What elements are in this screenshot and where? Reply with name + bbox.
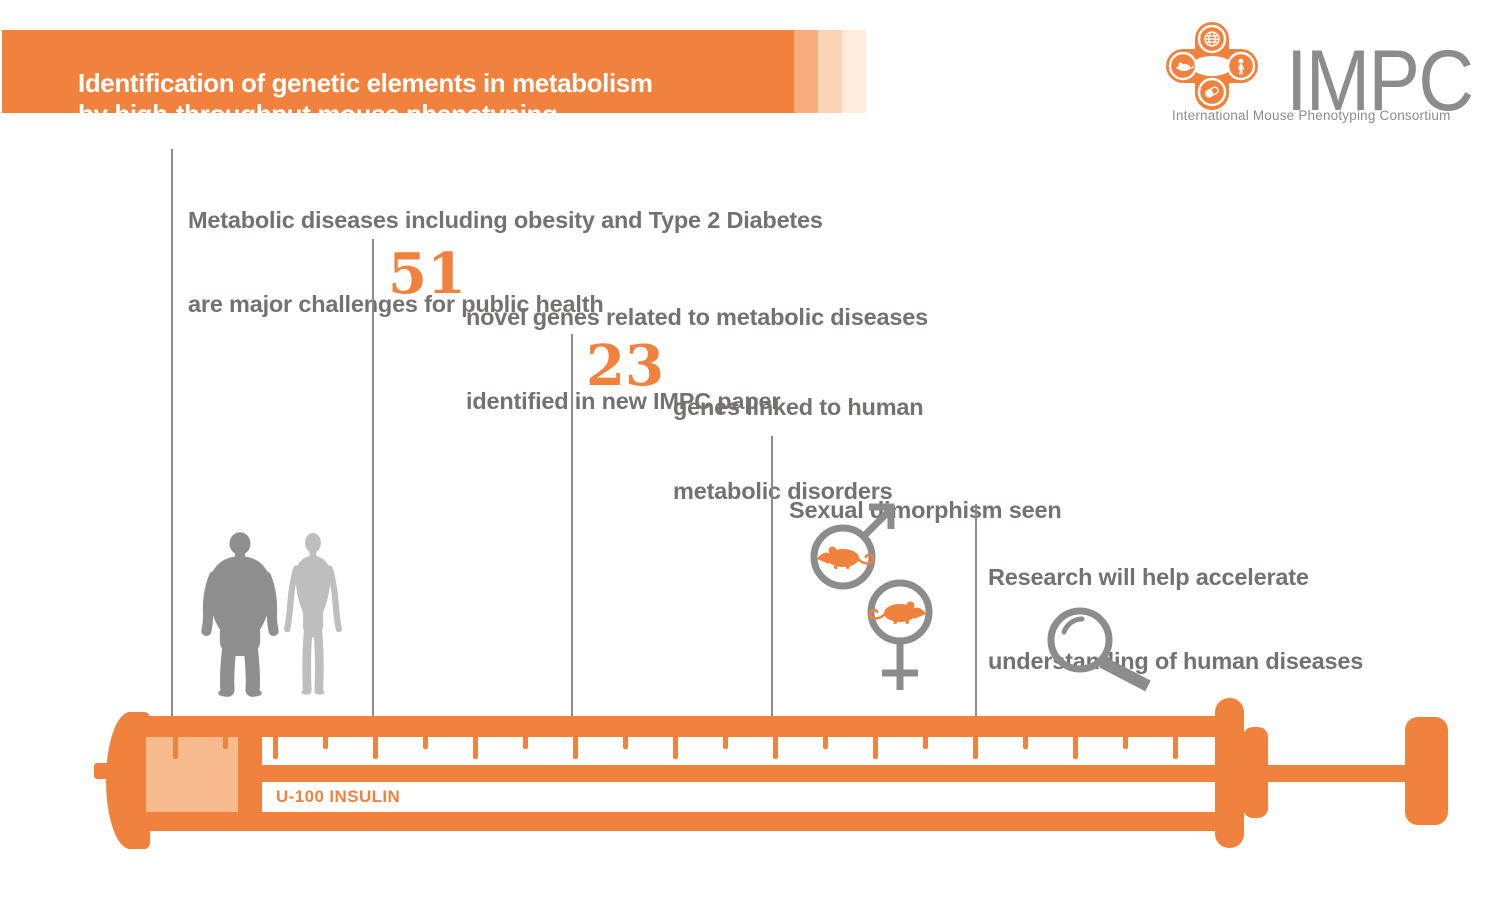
syringe-barrel-top-wall	[138, 716, 1243, 737]
male-mouse	[817, 546, 875, 569]
callout-line-novel-genes	[372, 239, 374, 737]
syringe-scale-tick	[523, 737, 528, 749]
stat-number-51: 51	[388, 241, 466, 307]
syringe-barrel-flange	[1215, 698, 1244, 848]
callout-line-dimorphism	[771, 436, 773, 737]
syringe-scale-tick	[923, 737, 928, 749]
callout-novel-genes: novel genes related to metabolic disease…	[466, 247, 928, 471]
magnifying-glass-icon	[1047, 607, 1151, 692]
syringe-label: U-100 INSULIN	[276, 787, 401, 806]
slim-human-silhouette	[284, 532, 342, 695]
page-title-line1: Identification of genetic elements in me…	[78, 68, 653, 98]
page-title: Identification of genetic elements in me…	[78, 68, 653, 130]
syringe-scale-tick	[1023, 737, 1028, 749]
syringe-scale-tick	[973, 737, 978, 759]
callout-line-public-health	[171, 149, 173, 737]
syringe-scale-tick	[823, 737, 828, 749]
callout-text-line: genes linked to human	[673, 394, 924, 420]
syringe-scale-tick	[873, 737, 878, 759]
banner-fade-stripe	[794, 30, 818, 113]
callout-public-health: Metabolic diseases including obesity and…	[188, 150, 823, 374]
callout-text-line: metabolic disorders	[673, 478, 893, 504]
callout-line-linked-genes	[571, 334, 573, 737]
callout-text-line: identified in new IMPC paper	[466, 388, 781, 414]
female-mouse	[868, 601, 926, 624]
impc-subtitle: International Mouse Phenotyping Consorti…	[1172, 108, 1451, 123]
syringe-plunger-seal	[238, 737, 262, 812]
syringe-thumb-rest	[1405, 717, 1448, 825]
mouse-glyph	[1175, 62, 1194, 72]
header-banner: Identification of genetic elements in me…	[2, 30, 794, 129]
syringe-scale-tick	[1123, 737, 1128, 749]
syringe-scale-tick	[1073, 737, 1078, 759]
impc-clover-icon	[1166, 22, 1258, 110]
syringe-scale-tick	[673, 737, 678, 759]
syringe-scale-tick	[573, 737, 578, 759]
impc-wordmark: IMPC	[1286, 33, 1474, 129]
female-symbol	[867, 579, 933, 690]
syringe-scale-tick	[473, 737, 478, 759]
globe-glyph	[1204, 31, 1220, 47]
callout-text-line: are major challenges for public health	[188, 291, 604, 317]
syringe-scale-tick	[723, 737, 728, 749]
person-glyph	[1237, 58, 1245, 75]
syringe-scale-tick	[323, 737, 328, 749]
syringe-scale-tick	[423, 737, 428, 749]
syringe-plunger-collar	[1243, 727, 1268, 818]
syringe-scale-tick	[1173, 737, 1178, 759]
callout-research: Research will help accelerate understand…	[988, 507, 1363, 731]
syringe-insulin-liquid	[146, 737, 238, 812]
banner-fade-stripe	[818, 30, 842, 113]
callout-text-line: novel genes related to metabolic disease…	[466, 304, 928, 330]
pill-glyph	[1205, 86, 1219, 98]
syringe-scale-tick	[373, 737, 378, 759]
obese-human-silhouette	[201, 532, 279, 697]
syringe-plunger-rod	[262, 765, 1407, 782]
callout-linked-genes: genes linked to human metabolic disorder…	[673, 337, 924, 561]
callout-line-research	[975, 504, 977, 737]
syringe-scale-tick	[773, 737, 778, 759]
callout-text-line: Research will help accelerate	[988, 564, 1309, 590]
banner-fade-stripe	[842, 30, 866, 113]
stat-number-23: 23	[586, 333, 664, 399]
syringe-barrel-bottom-wall	[138, 812, 1243, 831]
syringe-scale-tick	[273, 737, 278, 759]
male-symbol-with-mouse	[810, 503, 933, 690]
callout-text-line: understanding of human diseases	[988, 648, 1364, 674]
page-title-line2: by high-throughput mouse phenotyping	[78, 99, 558, 129]
callout-text-line: Metabolic diseases including obesity and…	[188, 207, 823, 233]
syringe-scale-tick	[623, 737, 628, 749]
